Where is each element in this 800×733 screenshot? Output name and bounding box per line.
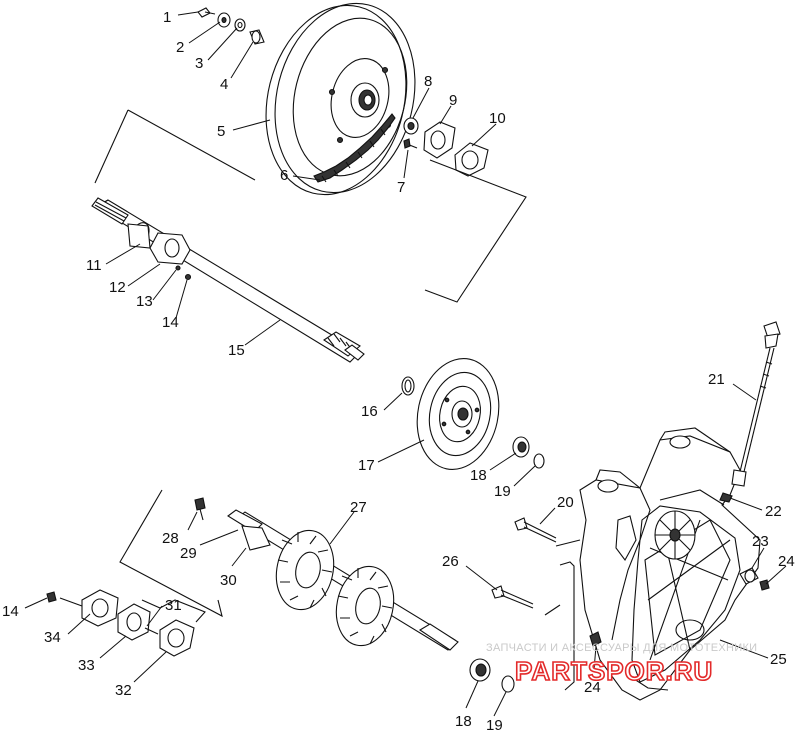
callout-11: 11 xyxy=(86,257,102,274)
brake-disc xyxy=(401,358,545,470)
top-hardware xyxy=(197,7,265,45)
callout-19-upper: 19 xyxy=(494,483,511,500)
housing-bolts xyxy=(491,517,557,609)
callout-13: 13 xyxy=(136,293,153,310)
watermark: ЗАПЧАСТИ И АКСЕССУАРЫ ДЛЯ МОТОТЕХНИКИ PA… xyxy=(486,642,757,687)
callout-14-lower: 14 xyxy=(2,603,19,620)
callout-1: 1 xyxy=(163,9,171,26)
callout-5: 5 xyxy=(217,123,225,140)
callout-28: 28 xyxy=(162,530,179,547)
callout-9: 9 xyxy=(449,92,457,109)
callout-33: 33 xyxy=(78,657,95,674)
callout-32: 32 xyxy=(115,682,132,699)
chaincase-housing xyxy=(579,427,761,701)
callout-24-lower: 24 xyxy=(584,679,601,696)
callout-26: 26 xyxy=(442,553,459,570)
callout-19-lower: 19 xyxy=(486,717,503,733)
callout-labels: 1 2 3 4 5 6 7 8 9 10 11 12 13 14 15 16 1… xyxy=(2,9,795,733)
flange-hardware xyxy=(403,117,489,177)
callout-18-lower: 18 xyxy=(455,713,472,730)
callout-25: 25 xyxy=(770,651,787,668)
callout-24-right: 24 xyxy=(778,553,795,570)
callout-3: 3 xyxy=(195,55,203,72)
callout-6: 6 xyxy=(280,167,288,184)
callout-23: 23 xyxy=(752,533,769,550)
bearing-flange-set xyxy=(46,589,206,657)
callout-16: 16 xyxy=(361,403,378,420)
callout-17: 17 xyxy=(358,457,375,474)
upper-alignment-frame xyxy=(94,109,527,303)
watermark-caption: ЗАПЧАСТИ И АКСЕССУАРЫ ДЛЯ МОТОТЕХНИКИ xyxy=(486,642,757,654)
housing-hardware-right xyxy=(589,492,770,647)
callout-15: 15 xyxy=(228,342,245,359)
callout-29: 29 xyxy=(180,545,197,562)
watermark-logo: PARTSPOR.RU xyxy=(515,656,713,686)
adjuster-bolt xyxy=(731,321,781,487)
callout-22: 22 xyxy=(765,503,782,520)
callout-27: 27 xyxy=(350,499,367,516)
lower-bearing xyxy=(469,658,515,693)
callout-8: 8 xyxy=(424,73,432,90)
callout-31: 31 xyxy=(165,597,182,614)
callout-14-upper: 14 xyxy=(162,314,179,331)
callout-20: 20 xyxy=(557,494,574,511)
callout-12: 12 xyxy=(109,279,126,296)
callout-34: 34 xyxy=(44,629,61,646)
callout-10: 10 xyxy=(489,110,506,127)
callout-2: 2 xyxy=(176,39,184,56)
callout-4: 4 xyxy=(220,76,228,93)
drive-shaft-assembly xyxy=(119,489,459,651)
callout-30: 30 xyxy=(220,572,237,589)
housing-alignment-lines xyxy=(544,539,581,691)
callout-21: 21 xyxy=(708,371,725,388)
callout-18-upper: 18 xyxy=(470,467,487,484)
leader-lines xyxy=(24,11,787,717)
callout-7: 7 xyxy=(397,179,405,196)
driven-sprocket-assembly xyxy=(265,2,416,196)
driven-shaft xyxy=(91,197,365,363)
